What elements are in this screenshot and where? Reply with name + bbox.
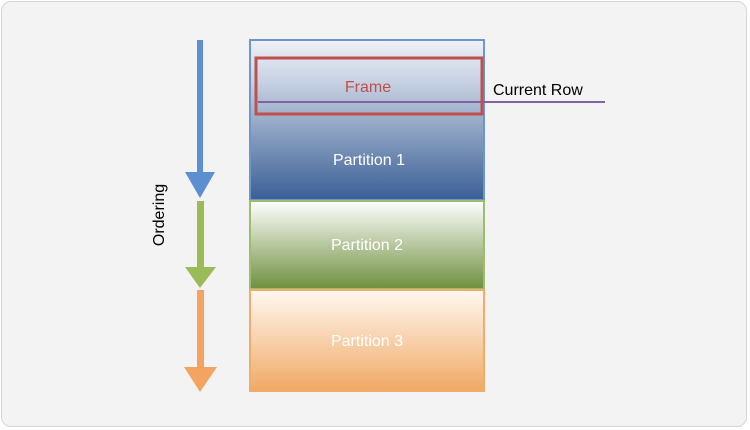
partition-3: Partition 3 [249,289,485,392]
partition-3-label: Partition 3 [331,333,403,350]
frame-box: Frame [254,56,484,116]
partition-1-label: Partition 1 [333,152,405,169]
ordering-arrow-orange [184,290,217,392]
partition-1: Partition 1 [249,39,485,201]
ordering-arrow-blue [185,40,215,198]
ordering-arrows [184,40,217,392]
ordering-arrow-green [185,201,216,288]
current-row-label: Current Row [493,82,583,99]
partition-2: Partition 2 [249,200,485,290]
ordering-label: Ordering [151,184,168,246]
partition-2-label: Partition 2 [331,237,403,254]
frame-label: Frame [345,79,391,96]
